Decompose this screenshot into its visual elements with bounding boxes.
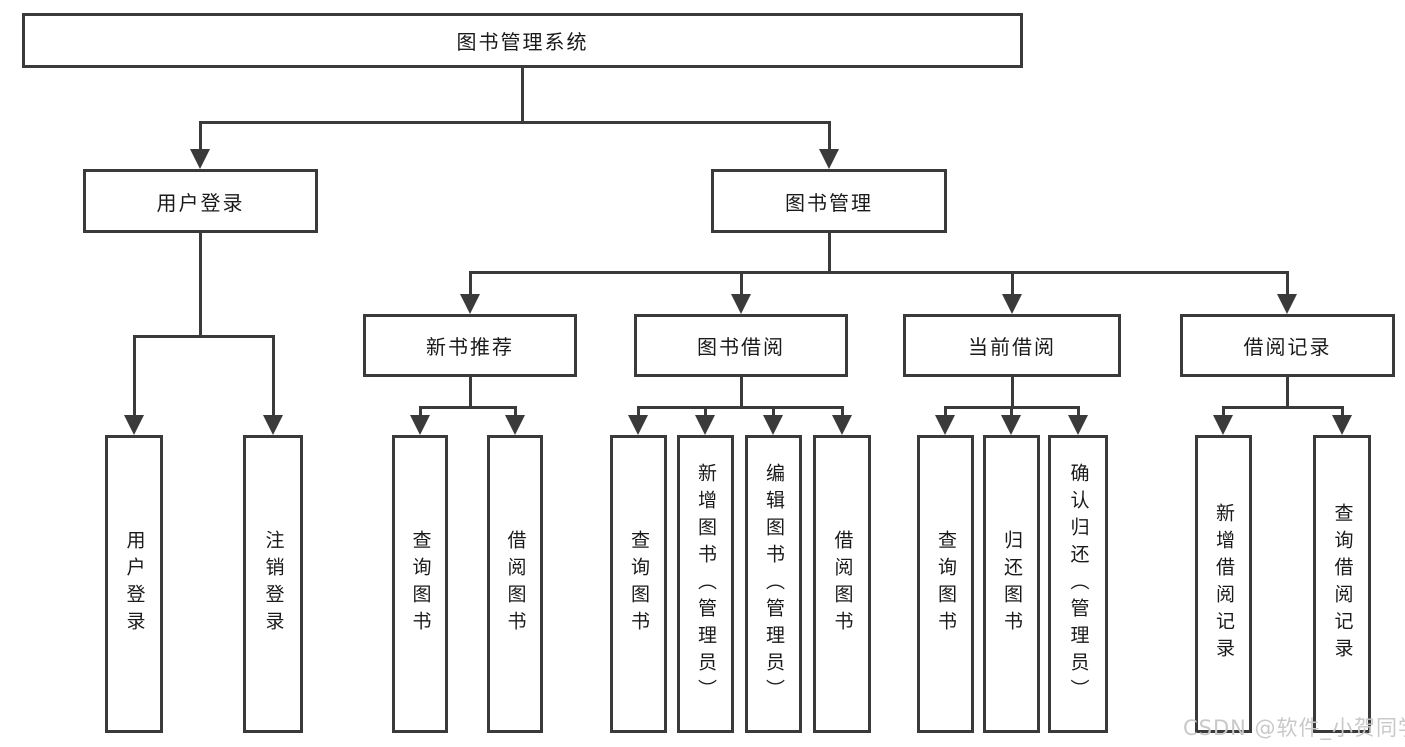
connector-hline [419, 406, 517, 409]
arrowhead-down [628, 415, 648, 435]
connector-vline [772, 406, 775, 417]
connector-vline [637, 406, 640, 417]
connector-vline [521, 68, 524, 124]
node-label: 查询图书 [935, 530, 957, 638]
connector-hline [133, 335, 275, 338]
leaf-query-books-borrowing: 查询图书 [610, 435, 667, 733]
arrowhead-down [819, 149, 839, 169]
node-label: 当前借阅 [968, 335, 1056, 359]
arrowhead-down [935, 415, 955, 435]
connector-vline [1011, 377, 1014, 409]
connector-vline [199, 233, 202, 338]
connector-vline [1286, 271, 1289, 296]
node-label: 图书管理 [785, 190, 873, 215]
connector-vline [419, 406, 422, 417]
connector-vline [469, 377, 472, 409]
connector-vline [1010, 406, 1013, 417]
connector-vline [1077, 406, 1080, 417]
node-label: 注销登录 [262, 530, 285, 638]
leaf-borrow-books-recommend: 借阅图书 [487, 435, 543, 733]
node-label: 归还图书 [1001, 530, 1023, 638]
connector-vline [1222, 406, 1225, 417]
node-label: 图书借阅 [697, 335, 785, 359]
node-system-root: 图书管理系统 [22, 13, 1023, 68]
node-label: 借阅图书 [831, 530, 854, 638]
connector-vline [828, 233, 831, 274]
watermark: CSDN @软件_小贺同学 [1183, 716, 1405, 740]
leaf-user-login: 用户登录 [105, 435, 163, 733]
node-current-borrowing: 当前借阅 [903, 314, 1121, 377]
connector-vline [199, 121, 202, 151]
connector-hline [637, 406, 844, 409]
node-label: 查询借阅记录 [1331, 503, 1354, 665]
arrowhead-down [731, 294, 751, 314]
arrowhead-down [1068, 415, 1088, 435]
node-label: 查询图书 [409, 530, 432, 638]
node-label: 新书推荐 [426, 335, 514, 359]
arrowhead-down [505, 415, 525, 435]
connector-vline [272, 335, 275, 415]
connector-vline [469, 271, 472, 296]
arrowhead-down [763, 415, 783, 435]
connector-hline [1222, 406, 1344, 409]
arrowhead-down [1001, 415, 1021, 435]
leaf-add-borrow-record: 新增借阅记录 [1195, 435, 1252, 733]
arrowhead-down [263, 415, 283, 435]
connector-vline [704, 406, 707, 417]
node-book-borrowing: 图书借阅 [634, 314, 848, 377]
arrowhead-down [190, 149, 210, 169]
node-user-login-branch: 用户登录 [83, 169, 318, 233]
connector-vline [514, 406, 517, 417]
node-label: 借阅图书 [504, 530, 527, 638]
arrowhead-down [1332, 415, 1352, 435]
node-label: 新增图书（管理员） [695, 462, 717, 706]
connector-hline [469, 271, 1289, 274]
leaf-query-borrow-record: 查询借阅记录 [1313, 435, 1371, 733]
arrowhead-down [460, 294, 480, 314]
arrowhead-down [1277, 294, 1297, 314]
node-label: 图书管理系统 [456, 30, 589, 54]
connector-vline [1011, 271, 1014, 296]
node-label: 确认归还（管理员） [1067, 462, 1090, 706]
leaf-add-book-admin: 新增图书（管理员） [677, 435, 734, 733]
node-label: 新增借阅记录 [1213, 503, 1235, 665]
connector-vline [841, 406, 844, 417]
leaf-return-book: 归还图书 [983, 435, 1040, 733]
connector-hline [199, 121, 831, 124]
node-label: 用户登录 [156, 190, 245, 215]
node-label: 查询图书 [628, 530, 650, 638]
leaf-query-books-current: 查询图书 [917, 435, 974, 733]
arrowhead-down [124, 415, 144, 435]
connector-vline [1341, 406, 1344, 417]
connector-vline [828, 121, 831, 151]
arrowhead-down [695, 415, 715, 435]
connector-vline [740, 377, 743, 409]
arrowhead-down [832, 415, 852, 435]
node-label: 用户登录 [123, 530, 146, 638]
leaf-logout: 注销登录 [243, 435, 303, 733]
connector-vline [740, 271, 743, 296]
connector-vline [1286, 377, 1289, 409]
node-new-book-recommend: 新书推荐 [363, 314, 577, 377]
leaf-confirm-return-admin: 确认归还（管理员） [1048, 435, 1108, 733]
arrowhead-down [1002, 294, 1022, 314]
leaf-borrow-books-borrowing: 借阅图书 [813, 435, 871, 733]
arrowhead-down [410, 415, 430, 435]
connector-vline [944, 406, 947, 417]
arrowhead-down [1213, 415, 1233, 435]
node-label: 编辑图书（管理员） [763, 462, 785, 706]
leaf-edit-book-admin: 编辑图书（管理员） [745, 435, 802, 733]
connector-vline [133, 335, 136, 415]
node-book-management-branch: 图书管理 [711, 169, 947, 233]
leaf-query-books-recommend: 查询图书 [392, 435, 448, 733]
node-label: 借阅记录 [1243, 335, 1332, 359]
node-borrowing-records: 借阅记录 [1180, 314, 1395, 377]
